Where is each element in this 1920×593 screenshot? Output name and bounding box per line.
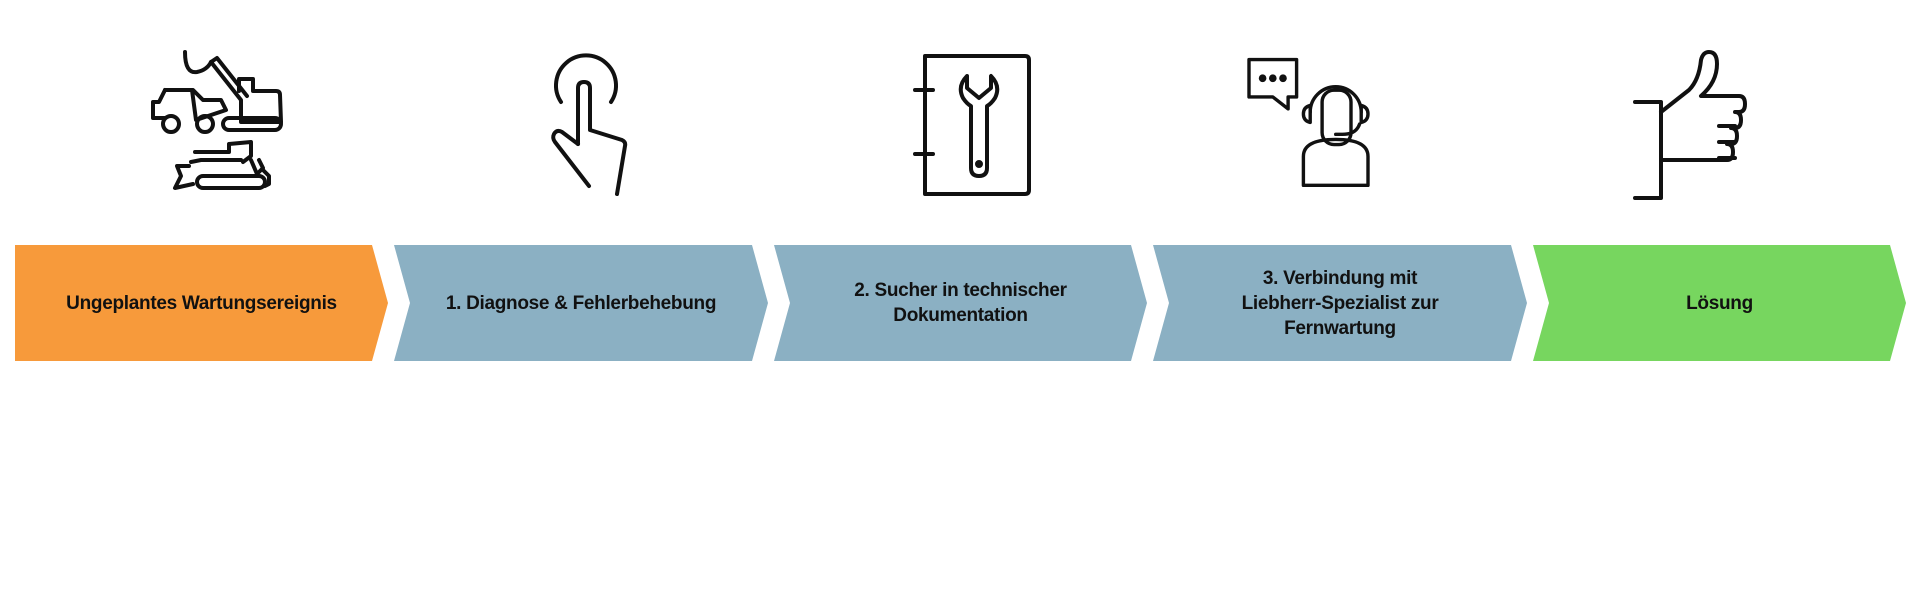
manual-wrench-icon bbox=[895, 40, 1065, 210]
step-unplanned-maintenance: Ungeplantes Wartungsereignis bbox=[15, 245, 388, 361]
touch-finger-icon bbox=[503, 40, 673, 210]
step-solution: Lösung bbox=[1533, 245, 1906, 361]
step-diagnosis: 1. Diagnose & Fehlerbehebung bbox=[394, 245, 768, 361]
support-headset-icon bbox=[1232, 40, 1402, 210]
step-specialist-connection: 3. Verbindung mit Liebherr-Spezialist zu… bbox=[1153, 245, 1527, 361]
step-documentation-search: 2. Sucher in technischer Dokumentation bbox=[774, 245, 1147, 361]
step-label: Ungeplantes Wartungsereignis bbox=[66, 292, 337, 314]
step-label: 3. Verbindung mit Liebherr-Spezialist zu… bbox=[1241, 267, 1439, 339]
step-label: 2. Sucher in technischer Dokumentation bbox=[854, 280, 1067, 326]
mining-machines-icon bbox=[123, 40, 293, 210]
step-label: Lösung bbox=[1686, 292, 1753, 314]
thumbs-up-icon bbox=[1623, 40, 1793, 210]
step-label: 1. Diagnose & Fehlerbehebung bbox=[445, 292, 717, 314]
